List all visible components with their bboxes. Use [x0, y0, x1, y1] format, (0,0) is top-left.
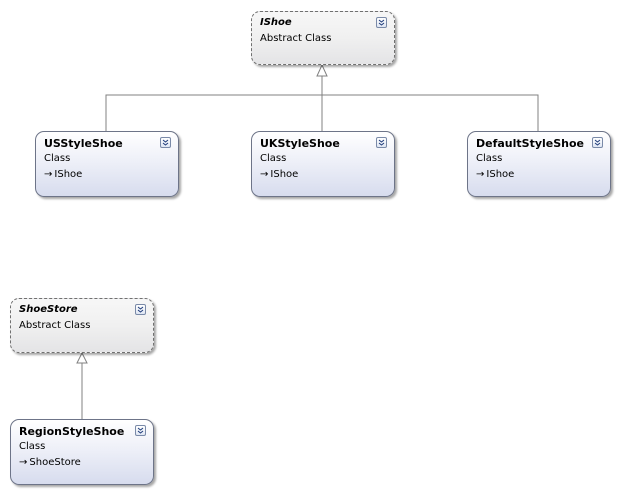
class-name: IShoe — [260, 17, 292, 28]
implements-line: →IShoe — [476, 169, 514, 180]
class-box-defaultstyleshoe[interactable]: DefaultStyleShoe Class →IShoe — [467, 131, 611, 197]
class-kind: Class — [260, 153, 287, 164]
class-box-ishoe[interactable]: IShoe Abstract Class — [251, 11, 395, 65]
arrow-right-icon: → — [260, 169, 269, 180]
class-kind: Abstract Class — [260, 33, 332, 44]
class-name: DefaultStyleShoe — [476, 137, 585, 150]
arrow-right-icon: → — [19, 457, 28, 468]
arrow-right-icon: → — [44, 169, 53, 180]
class-kind: Class — [19, 441, 46, 452]
implements-name: IShoe — [486, 169, 515, 180]
double-chevron-down-icon[interactable] — [135, 304, 146, 315]
class-kind: Class — [476, 153, 503, 164]
class-box-usstyleshoe[interactable]: USStyleShoe Class →IShoe — [35, 131, 179, 197]
double-chevron-down-icon[interactable] — [135, 425, 146, 436]
class-kind: Abstract Class — [19, 320, 91, 331]
connector-defaultstyleshoe-to-ishoe — [321, 76, 539, 131]
arrow-right-icon: → — [476, 169, 485, 180]
class-name: USStyleShoe — [44, 137, 123, 150]
implements-name: IShoe — [270, 169, 299, 180]
class-box-ukstyleshoe[interactable]: UKStyleShoe Class →IShoe — [251, 131, 395, 197]
class-box-regionstyleshoe[interactable]: RegionStyleShoe Class →ShoeStore — [10, 419, 154, 485]
implements-line: →IShoe — [260, 169, 298, 180]
double-chevron-down-icon[interactable] — [376, 17, 387, 28]
double-chevron-down-icon[interactable] — [160, 137, 171, 148]
implements-line: →IShoe — [44, 169, 82, 180]
class-name: RegionStyleShoe — [19, 425, 125, 438]
class-name: UKStyleShoe — [260, 137, 340, 150]
implements-name: IShoe — [54, 169, 83, 180]
double-chevron-down-icon[interactable] — [592, 137, 603, 148]
inheritance-arrowhead-ishoe — [316, 63, 328, 77]
class-kind: Class — [44, 153, 71, 164]
double-chevron-down-icon[interactable] — [376, 137, 387, 148]
implements-name: ShoeStore — [29, 457, 81, 468]
inheritance-arrowhead-shoestore — [76, 351, 88, 364]
connector-usstyleshoe-to-ishoe — [105, 76, 323, 131]
implements-line: →ShoeStore — [19, 457, 81, 468]
class-name: ShoeStore — [19, 304, 78, 315]
class-box-shoestore[interactable]: ShoeStore Abstract Class — [10, 298, 154, 353]
